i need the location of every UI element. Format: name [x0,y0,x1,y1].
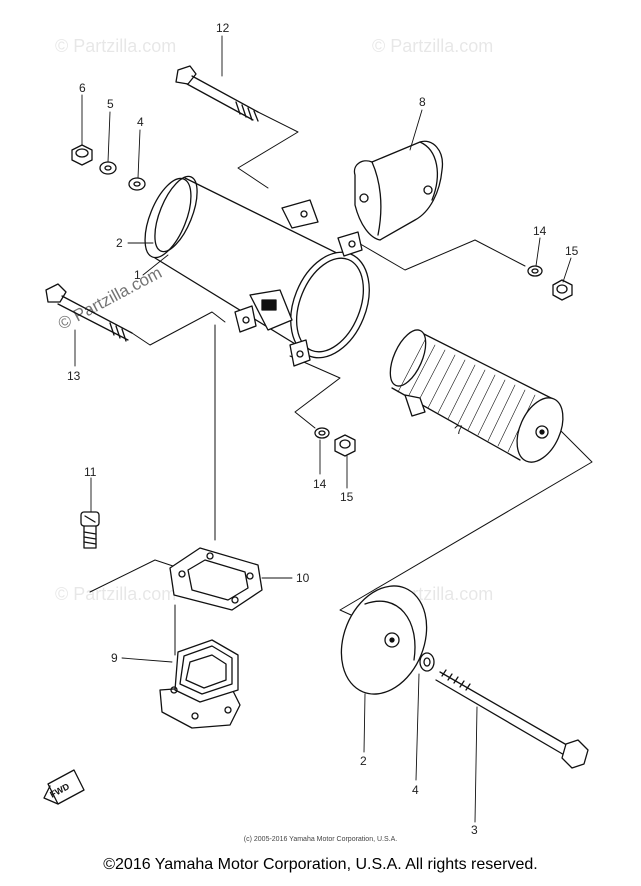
callout-11: 11 [84,465,97,479]
callout-7: 7 [456,423,463,437]
callout-15-lower: 15 [340,490,354,504]
gasket-10 [169,547,263,611]
bolt-3 [435,669,589,769]
fwd-arrow-icon [43,769,85,805]
washer-5 [99,161,117,175]
callout-13: 13 [67,369,81,383]
intake-joint-9 [159,639,241,729]
washer-4-lower [419,652,435,672]
callout-4-top: 4 [137,115,144,129]
nut-15-right [552,279,573,301]
washer-14-lower [314,427,330,439]
callout-9: 9 [111,651,118,665]
screw-11 [80,511,100,549]
footer-copyright: ©2016 Yamaha Motor Corporation, U.S.A. A… [103,856,538,873]
callout-5: 5 [107,97,114,111]
callout-15-right: 15 [565,244,579,258]
washer-14-right [527,265,543,277]
nut-6 [71,144,93,166]
callout-2-lower: 2 [360,754,367,768]
callout-4-lower: 4 [412,783,419,797]
callouts: 12 6 5 4 8 2 1 14 15 13 7 14 15 11 10 9 … [67,21,579,837]
diagram-copyright: (c) 2005-2016 Yamaha Motor Corporation, … [243,836,398,843]
callout-14-right: 14 [533,224,547,238]
bolt-12 [175,65,259,122]
callout-14-lower: 14 [313,477,327,491]
washer-4-top [128,177,146,191]
end-cap-2 [340,585,428,695]
watermark: © Partzilla.com [55,36,176,56]
callout-8: 8 [419,95,426,109]
callout-2-top: 2 [116,236,123,250]
leader-lines [74,35,572,823]
heat-shield-8 [353,140,444,241]
nut-15-lower [334,434,356,457]
callout-10: 10 [296,571,310,585]
filter-element-7 [389,329,564,463]
watermark: © Partzilla.com [55,584,176,604]
watermark: © Partzilla.com [372,36,493,56]
callout-3: 3 [471,823,478,837]
bolt-13 [45,283,133,342]
callout-1: 1 [134,268,141,282]
callout-12: 12 [216,21,230,35]
callout-6: 6 [79,81,86,95]
silencer-body [144,175,370,367]
